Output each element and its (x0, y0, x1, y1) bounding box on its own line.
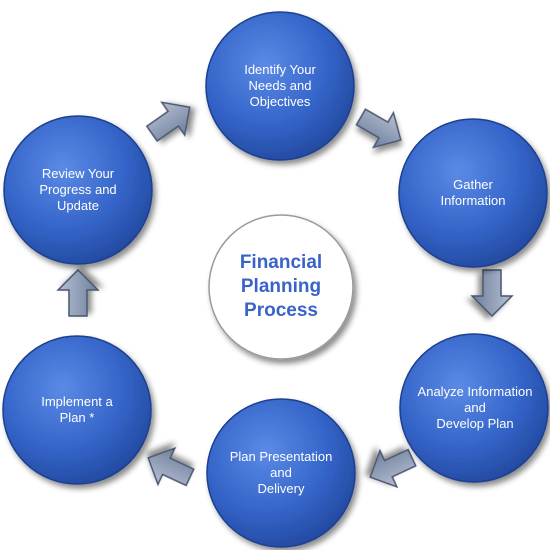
arrow-analyze-to-presentation (369, 448, 417, 489)
center-circle (208, 214, 354, 360)
arrow-gather-to-analyze (470, 269, 514, 318)
arrow-review-to-identify (145, 101, 191, 143)
arrow-presentation-to-implement (147, 446, 195, 487)
step-circle-presentation (206, 398, 356, 548)
arrow-implement-to-review (56, 268, 100, 317)
step-circle-gather (398, 118, 548, 268)
step-circle-review (3, 115, 153, 265)
step-circle-analyze (399, 333, 549, 483)
step-circle-implement (2, 335, 152, 485)
step-circle-identify (205, 11, 355, 161)
arrow-identify-to-gather (355, 108, 402, 149)
